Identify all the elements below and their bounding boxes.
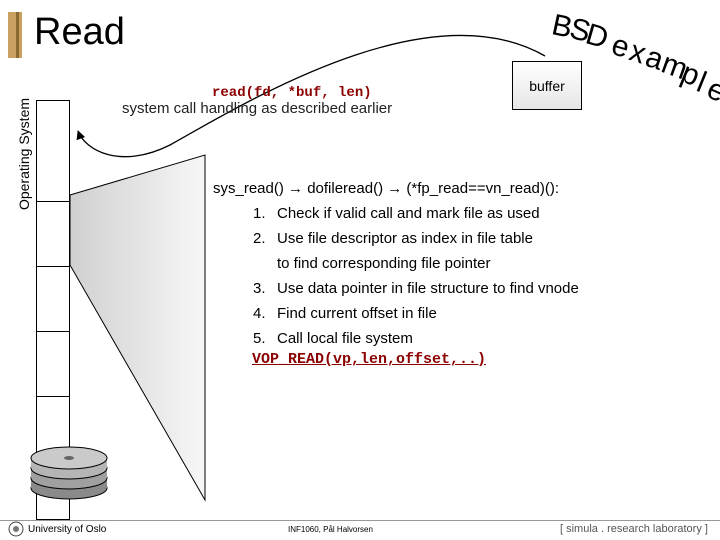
vop-read-call: VOP_READ(vp,len,offset,..) xyxy=(252,351,487,368)
step-number: 5. xyxy=(253,330,266,347)
step-item: 2. Use file descriptor as index in file t… xyxy=(253,230,533,247)
title-accent-line xyxy=(16,12,19,58)
step-text: to find corresponding file pointer xyxy=(277,255,491,272)
memory-cell xyxy=(37,266,69,332)
buffer-label: buffer xyxy=(529,77,565,94)
syscall-signature: read(fd, *buf, len) xyxy=(212,85,372,101)
footer-divider xyxy=(0,520,720,521)
curved-arrow xyxy=(76,34,546,158)
memory-cell xyxy=(37,101,69,202)
step-item: to find corresponding file pointer xyxy=(253,255,490,272)
buffer-box: buffer xyxy=(512,61,582,110)
footer-lab: [ simula . research laboratory ] xyxy=(560,523,708,535)
zoom-wedge xyxy=(69,154,206,502)
footer-institution: University of Oslo xyxy=(28,524,107,535)
step-text: Call local file system xyxy=(277,330,413,347)
memory-cell xyxy=(37,331,69,397)
call-chain-heading: sys_read() → dofileread() → (*fp_read==v… xyxy=(213,180,559,197)
step-text: Check if valid call and mark file as use… xyxy=(277,205,540,222)
step-item: 1. Check if valid call and mark file as u… xyxy=(253,205,540,222)
step-number: 1. xyxy=(253,205,266,222)
disk-stack-icon xyxy=(30,446,108,500)
step-number: 3. xyxy=(253,280,266,297)
step-text: Find current offset in file xyxy=(277,305,437,322)
step-item: 5. Call local file system xyxy=(253,330,413,347)
step-item: 4. Find current offset in file xyxy=(253,305,437,322)
footer-course: INF1060, Pål Halvorsen xyxy=(288,525,373,534)
memory-cell xyxy=(37,201,69,267)
step-item: 3. Use data pointer in file structure to … xyxy=(253,280,579,297)
syscall-note: system call handling as described earlie… xyxy=(122,100,393,117)
slide-title: Read xyxy=(34,11,125,53)
step-text: Use file descriptor as index in file tab… xyxy=(277,230,533,247)
step-text: Use data pointer in file structure to fi… xyxy=(277,280,579,297)
university-seal-icon xyxy=(8,521,24,537)
step-number: 4. xyxy=(253,305,266,322)
step-number: 2. xyxy=(253,230,266,247)
